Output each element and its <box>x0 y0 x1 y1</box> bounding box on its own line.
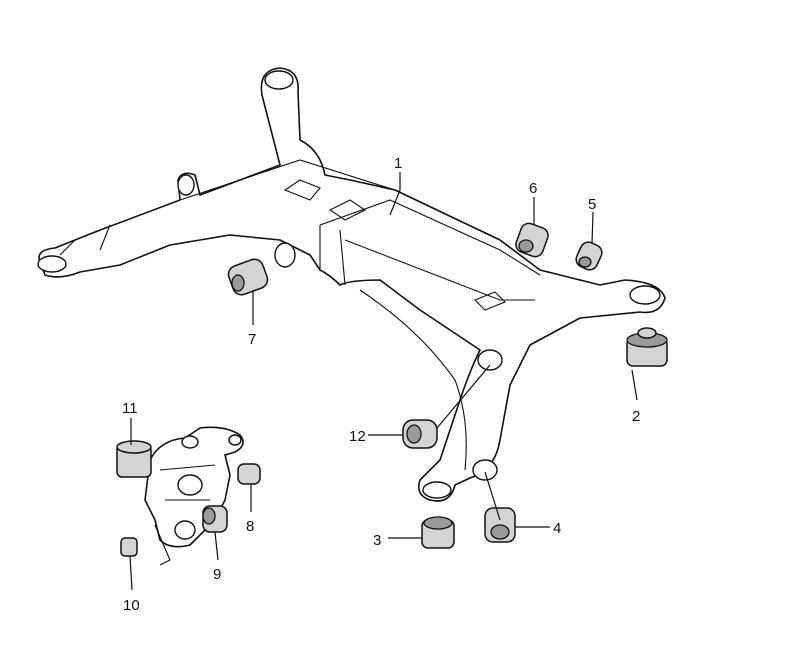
callout-7: 7 <box>248 331 256 348</box>
callout-5: 5 <box>588 196 596 213</box>
leader-lines <box>129 172 638 591</box>
bushing-6 <box>515 222 549 258</box>
subframe <box>37 67 666 502</box>
callout-2: 2 <box>632 408 640 425</box>
bushing-9 <box>202 505 228 533</box>
callout-9: 9 <box>213 566 221 583</box>
bushing-3 <box>421 516 455 549</box>
callout-8: 8 <box>246 518 254 535</box>
callout-3: 3 <box>373 532 381 549</box>
bushing-12 <box>402 419 438 449</box>
bushing-8 <box>237 463 261 485</box>
bushing-7 <box>227 258 269 296</box>
bushing-4 <box>484 507 516 543</box>
callout-6: 6 <box>529 180 537 197</box>
callout-1: 1 <box>394 155 402 172</box>
bushing-10 <box>120 537 138 557</box>
bushing-5 <box>575 241 603 271</box>
callout-12: 12 <box>349 428 366 445</box>
callout-11: 11 <box>122 400 138 417</box>
bushing-2 <box>626 327 668 367</box>
callout-4: 4 <box>553 520 561 537</box>
callout-10: 10 <box>123 597 140 614</box>
bushing-11 <box>116 440 152 478</box>
hub-carrier <box>144 426 244 566</box>
